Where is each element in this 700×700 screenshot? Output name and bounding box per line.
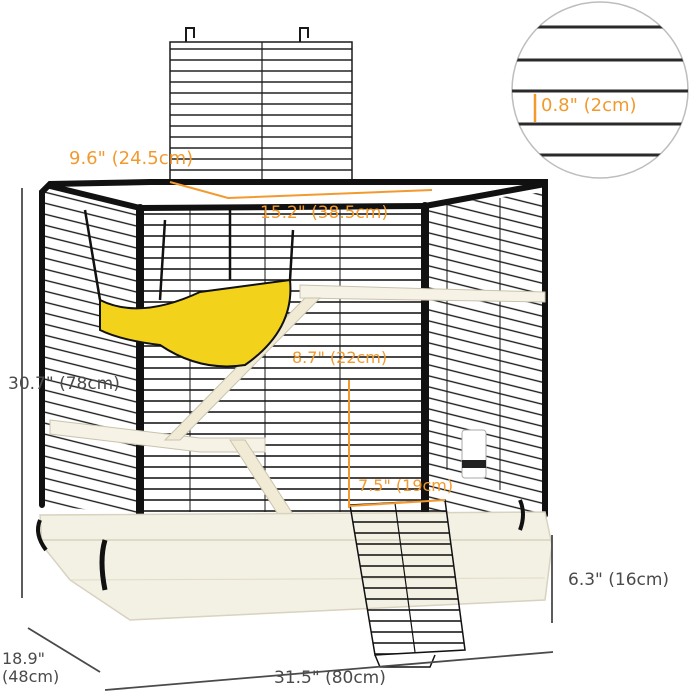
top-door-width-label: 15.2" (38.5cm) <box>260 203 389 223</box>
cage-side-right <box>425 192 545 515</box>
base-tray <box>36 499 553 621</box>
front-door-width-label: 7.5" (19cm) <box>358 476 454 495</box>
top-door-depth-label: 9.6" (24.5cm) <box>69 148 194 169</box>
water-bottle <box>461 429 487 479</box>
orange-dimension-lines <box>169 181 446 508</box>
front-door-ladder <box>349 499 466 668</box>
width-label: 31.5" (80cm) <box>274 668 386 688</box>
depth-label: 18.9" (48cm) <box>2 649 60 687</box>
hammock <box>83 209 295 368</box>
cage-frame <box>39 179 548 519</box>
base-height-label: 6.3" (16cm) <box>568 570 670 590</box>
bar-spacing-inset <box>511 1 689 179</box>
bar-spacing-label: 0.8" (2cm) <box>541 95 637 116</box>
total-height-label: 30.7" (78cm) <box>8 374 120 394</box>
top-door <box>169 27 353 183</box>
gray-dimension-lines <box>21 188 554 691</box>
platforms <box>49 284 546 526</box>
platform-height-label: 8.7" (22cm) <box>292 348 388 367</box>
